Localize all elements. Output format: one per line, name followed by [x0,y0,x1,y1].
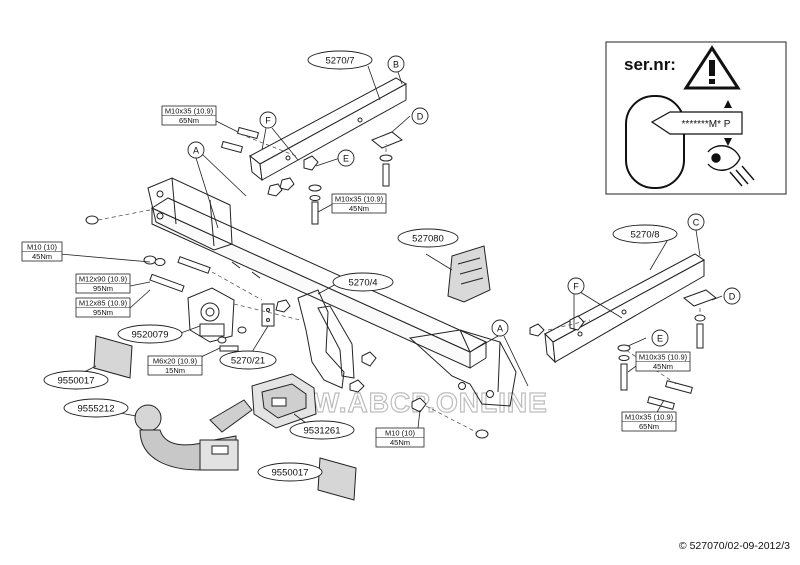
svg-text:D: D [729,292,736,302]
spec-box-m6x20-15nm: M6x20 (10.9) 15Nm [147,355,203,376]
svg-text:9550017: 9550017 [272,468,309,479]
tow-ball-9555212 [134,399,253,471]
copyright-text: © 527070/02-09-2012/3 [678,540,790,552]
spacer-9550017-right [317,457,357,501]
svg-text:9550017: 9550017 [58,376,95,387]
part-label-527080: 527080 [397,228,459,248]
svg-text:65Nm: 65Nm [639,422,659,431]
svg-text:A: A [193,146,199,156]
svg-text:F: F [573,282,579,292]
callout-letter-d-top: D [411,107,429,125]
svg-text:M10x35 (10.9): M10x35 (10.9) [625,413,674,422]
svg-text:15Nm: 15Nm [165,366,185,375]
part-label-5270-21: 5270/21 [219,350,277,370]
spec-box-m10-45nm-bottom: M10 (10) 45Nm [375,427,425,448]
svg-text:M6x20 (10.9): M6x20 (10.9) [153,357,198,366]
svg-text:9520079: 9520079 [132,330,169,341]
svg-text:5270/4: 5270/4 [348,278,377,289]
svg-text:65Nm: 65Nm [179,116,199,125]
warning-icon [683,45,741,90]
spec-box-m12x90-95nm: M12x90 (10.9) 95Nm [75,273,131,294]
callout-letter-f-top: F [259,111,277,129]
callout-letter-a-right: A [491,319,509,337]
svg-text:M10x35 (10.9): M10x35 (10.9) [639,353,688,362]
svg-text:45Nm: 45Nm [653,362,673,371]
spec-box-m12x85-95nm: M12x85 (10.9) 95Nm [75,297,131,318]
svg-text:M12x90 (10.9): M12x90 (10.9) [79,275,128,284]
serial-plate-illustration: *******M* P [625,95,743,189]
serial-panel-title: ser.nr: [624,55,676,74]
svg-text:95Nm: 95Nm [93,308,113,317]
svg-text:45Nm: 45Nm [390,438,410,447]
callout-letter-c: C [687,213,705,231]
svg-text:527080: 527080 [412,234,444,245]
callout-letter-b: B [387,55,405,73]
hardware-fasteners [85,126,718,439]
serial-number-panel: ser.nr: *******M* P [605,41,787,195]
svg-text:A: A [497,324,503,334]
svg-text:5270/21: 5270/21 [231,356,265,367]
part-label-5270-7: 5270/7 [307,50,373,70]
svg-text:9531261: 9531261 [304,426,341,437]
serial-code-text: *******M* P [682,119,731,130]
part-label-9520079: 9520079 [117,324,183,344]
callout-letter-d-right: D [723,287,741,305]
svg-text:M10x35 (10.9): M10x35 (10.9) [165,107,214,116]
crossbar-5270-4 [147,177,517,407]
side-bracket-5270-7 [249,77,408,182]
part-label-9555212: 9555212 [63,398,129,418]
cover-pad-527080 [447,245,491,303]
callout-letter-e-right: E [651,329,669,347]
part-label-9550017-left: 9550017 [43,370,109,390]
svg-text:95Nm: 95Nm [93,284,113,293]
svg-text:5270/7: 5270/7 [325,56,354,67]
part-label-5270-4: 5270/4 [332,272,394,292]
svg-text:45Nm: 45Nm [32,252,52,261]
svg-text:45Nm: 45Nm [349,204,369,213]
callout-letter-e-top: E [337,149,355,167]
spacer-9550017-left [93,335,133,379]
spec-box-m10x35-65nm-right: M10x35 (10.9) 65Nm [621,411,677,432]
svg-text:B: B [393,60,399,70]
svg-text:M12x85 (10.9): M12x85 (10.9) [79,299,128,308]
socket-housing-9531261 [251,373,317,429]
spec-box-m10-45nm-left: M10 (10) 45Nm [21,241,63,262]
callout-letter-a-left: A [187,141,205,159]
part-label-5270-8: 5270/8 [612,224,678,244]
spec-box-m10x35-45nm-right: M10x35 (10.9) 45Nm [635,351,691,372]
svg-text:E: E [657,334,663,344]
svg-text:D: D [417,112,424,122]
svg-text:F: F [265,116,271,126]
svg-text:9555212: 9555212 [78,404,115,415]
part-label-9531261: 9531261 [289,420,355,440]
svg-text:M10 (10): M10 (10) [27,243,58,252]
svg-text:5270/8: 5270/8 [630,230,659,241]
callout-letter-f-right: F [567,277,585,295]
eye-icon [707,145,755,187]
svg-text:C: C [693,218,700,228]
part-label-9550017-right: 9550017 [257,462,323,482]
spec-box-m10x35-65nm-top: M10x35 (10.9) 65Nm [161,105,217,126]
svg-text:M10x35 (10.9): M10x35 (10.9) [335,195,384,204]
svg-text:E: E [343,154,349,164]
side-bracket-5270-8 [544,253,705,364]
svg-text:M10 (10): M10 (10) [385,429,416,438]
spec-box-m10x35-45nm-top: M10x35 (10.9) 45Nm [331,193,387,214]
